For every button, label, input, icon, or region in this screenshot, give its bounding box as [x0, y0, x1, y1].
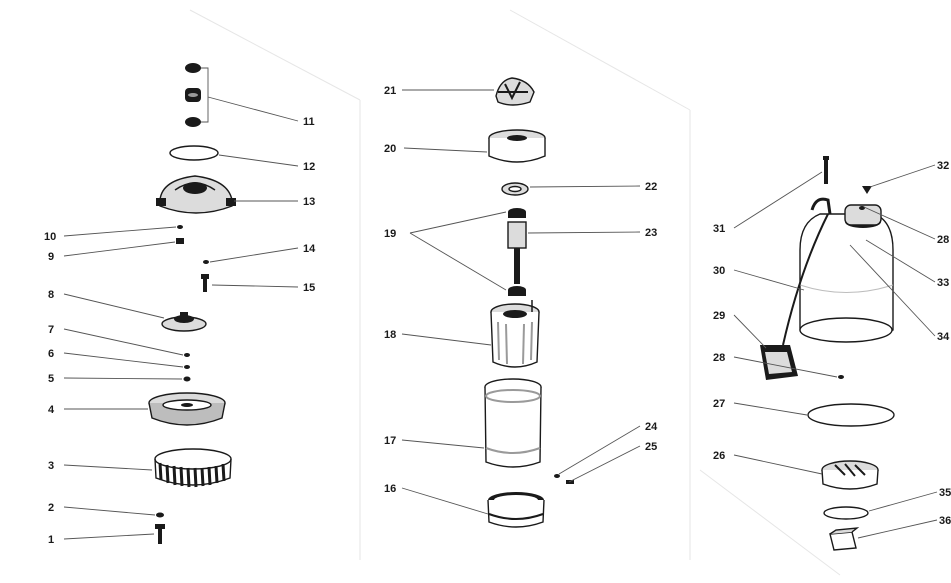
label-28-right: 28 [937, 234, 949, 246]
label-35: 35 [939, 487, 951, 499]
part-4-volute-base [148, 392, 226, 426]
label-15: 15 [303, 282, 315, 294]
label-30: 30 [713, 265, 725, 277]
part-19-bearing-top [508, 208, 526, 218]
label-21: 21 [384, 85, 396, 97]
label-25: 25 [645, 441, 657, 453]
label-18: 18 [384, 329, 396, 341]
leader-lines [63, 67, 938, 540]
part-31-bolt [823, 156, 829, 184]
label-3: 3 [48, 460, 54, 472]
part-26-bottom-cover [821, 460, 879, 490]
label-4: 4 [48, 404, 55, 416]
part-32-screw [862, 186, 872, 194]
part-30-pump-body [782, 197, 894, 346]
label-22: 22 [645, 181, 657, 193]
label-5: 5 [48, 373, 54, 385]
label-13: 13 [303, 196, 315, 208]
label-7: 7 [48, 324, 54, 336]
label-28: 28 [713, 352, 725, 364]
part-14-washer [203, 260, 209, 264]
part-28-small-screw [859, 206, 865, 210]
label-29: 29 [713, 310, 725, 322]
part-3-strainer [154, 448, 232, 488]
part-25-screw [566, 480, 574, 484]
part-28-nut [838, 375, 844, 379]
label-19: 19 [384, 228, 396, 240]
label-10: 10 [44, 231, 56, 243]
part-18-stator [490, 300, 540, 368]
background-guides [189, 9, 841, 576]
part-16-bottom-ring [487, 492, 545, 528]
part-17-motor-housing [484, 378, 542, 468]
label-26: 26 [713, 450, 725, 462]
label-6: 6 [48, 348, 54, 360]
label-24: 24 [645, 421, 658, 433]
label-11: 11 [303, 116, 315, 128]
label-31: 31 [713, 223, 725, 235]
label-17: 17 [384, 435, 396, 447]
part-1-bolt [155, 524, 165, 544]
part-24-washer [554, 474, 560, 478]
label-33: 33 [937, 277, 949, 289]
label-2: 2 [48, 502, 54, 514]
part-15-bolt [201, 274, 209, 292]
part-29-float-switch [760, 345, 798, 380]
part-labels: 1 2 3 4 5 6 7 8 9 10 11 12 13 14 15 16 1… [44, 85, 951, 546]
label-32: 32 [937, 160, 949, 172]
part-10-washer [177, 225, 183, 229]
label-9: 9 [48, 251, 54, 263]
part-8-impeller [161, 312, 207, 332]
part-27-seal-ring [807, 403, 895, 427]
part-11-o-rings [185, 63, 201, 127]
part-20-fan-cover [488, 129, 546, 163]
label-14: 14 [303, 243, 316, 255]
part-13-motor-cover [156, 175, 236, 214]
part-9-nut [176, 238, 184, 244]
part-23-rotor-shaft [507, 221, 527, 284]
part-12-seal-ring [169, 145, 219, 161]
part-35-o-ring [823, 506, 869, 520]
label-16: 16 [384, 483, 396, 495]
label-1: 1 [48, 534, 54, 546]
part-22-washer [501, 182, 529, 196]
label-36: 36 [939, 515, 951, 527]
label-27: 27 [713, 398, 725, 410]
label-34: 34 [937, 331, 950, 343]
label-23: 23 [645, 227, 657, 239]
part-2-washer [156, 512, 164, 518]
part-7-6-5-small-parts [183, 353, 191, 382]
part-19-bearing-bottom [508, 286, 526, 296]
label-8: 8 [48, 289, 54, 301]
part-36-foot [829, 527, 860, 551]
label-12: 12 [303, 161, 315, 173]
part-21-fan [495, 77, 535, 106]
label-20: 20 [384, 143, 396, 155]
